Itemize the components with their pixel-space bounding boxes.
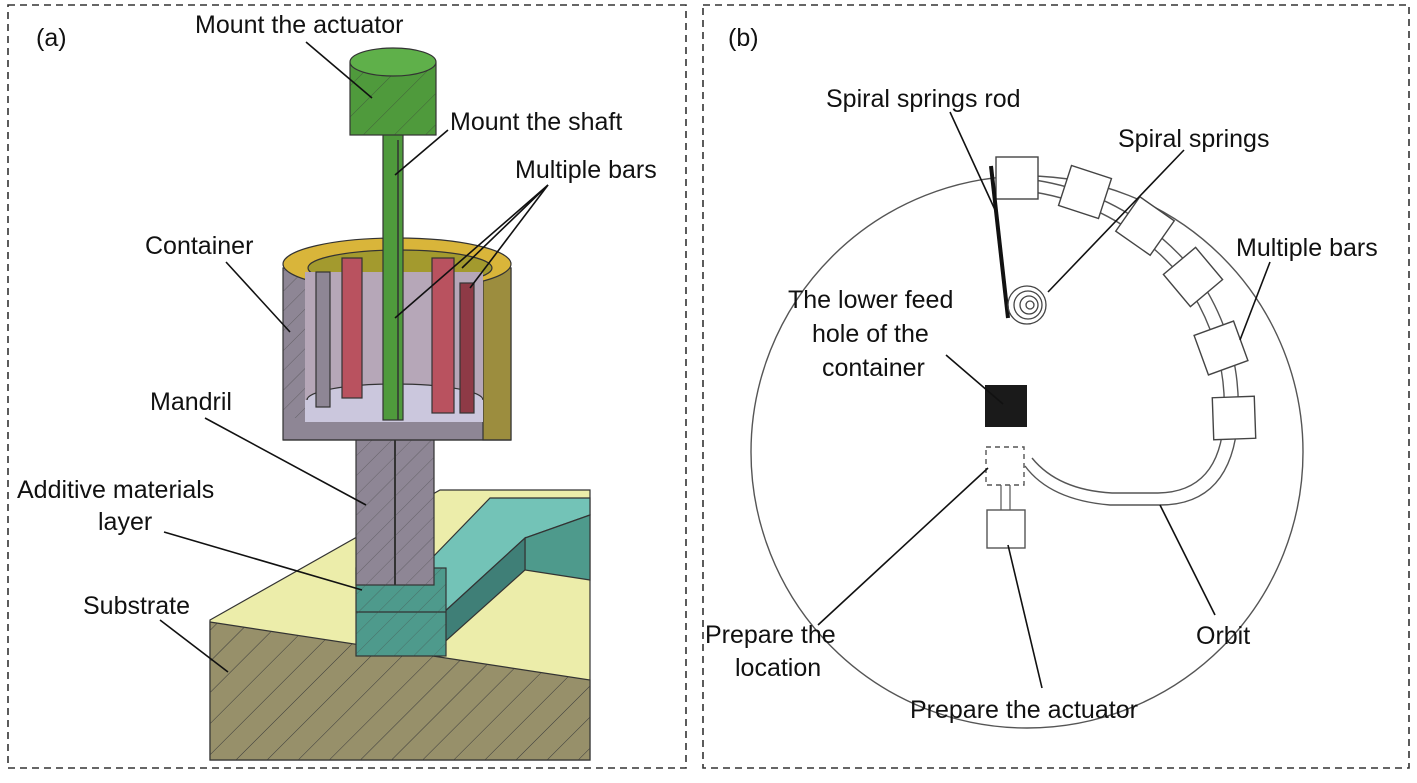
- orbit-bars: [995, 156, 1257, 441]
- panel-a: (a) Mount the actuator Mount the shaft M…: [7, 4, 687, 769]
- actuator-assembly: [349, 47, 437, 421]
- container-inner-wall: [315, 271, 331, 408]
- orbit-bar-1: [995, 156, 1039, 200]
- panel-b-frame: [702, 4, 1410, 769]
- spiral-ring-2: [1013, 290, 1043, 320]
- leader-mandril: [204, 417, 367, 506]
- additive-track: [429, 497, 591, 657]
- label-mandril: Mandril: [150, 388, 232, 416]
- leader-substrate: [159, 619, 229, 673]
- prepare-actuator-box: [986, 509, 1026, 549]
- orbit-bar-4: [1162, 246, 1224, 308]
- leader-bars-2: [394, 184, 549, 319]
- leader-prepare-location: [817, 467, 989, 626]
- bar-3: [459, 282, 475, 414]
- panel-a-frame: [7, 4, 687, 769]
- label-prepare-actuator: Prepare the actuator: [910, 696, 1138, 724]
- leader-mount-shaft: [394, 129, 449, 176]
- orbit-bar-6: [1211, 395, 1257, 441]
- spiral-ring-1: [1007, 285, 1047, 325]
- leader-bars-3: [469, 184, 549, 289]
- orbit-bar-2: [1057, 164, 1113, 220]
- label-feed-hole-line2: hole of the: [812, 320, 929, 348]
- bar-2: [431, 257, 455, 414]
- substrate-hatch: [210, 622, 590, 760]
- container-wall-right: [482, 267, 512, 441]
- label-mount-shaft: Mount the shaft: [450, 108, 622, 136]
- feed-hole: [985, 385, 1027, 427]
- label-multiple-bars-b: Multiple bars: [1236, 234, 1378, 262]
- label-prepare-location-line2: location: [735, 654, 821, 682]
- spiral-springs-rod: [989, 165, 1010, 319]
- label-prepare-location-line1: Prepare the: [705, 621, 836, 649]
- label-mount-actuator: Mount the actuator: [195, 11, 403, 39]
- label-container: Container: [145, 232, 253, 260]
- panel-a-leaders: [159, 41, 549, 673]
- multiple-bars: [341, 257, 475, 414]
- leader-spiral-rod: [949, 111, 997, 213]
- spiral-ring-4: [1025, 300, 1035, 310]
- leader-orbit: [1159, 504, 1216, 616]
- orbit-bar-3: [1114, 195, 1176, 257]
- prepare-location-box: [985, 446, 1025, 486]
- leader-prepare-actuator: [1007, 544, 1043, 689]
- label-feed-hole-line1: The lower feed: [788, 286, 953, 314]
- leader-spiral-springs: [1047, 149, 1185, 293]
- actuator-top: [349, 47, 437, 77]
- leader-feed-hole: [945, 354, 1004, 405]
- label-multiple-bars: Multiple bars: [515, 156, 657, 184]
- leader-container: [225, 261, 291, 333]
- label-spiral-rod: Spiral springs rod: [826, 85, 1021, 113]
- label-additive-line2: layer: [98, 508, 152, 536]
- label-spiral-springs: Spiral springs: [1118, 125, 1269, 153]
- panel-a-tag: (a): [36, 24, 67, 52]
- label-orbit: Orbit: [1196, 622, 1250, 650]
- leader-mount-actuator: [305, 41, 373, 99]
- leader-bars-1: [461, 184, 549, 269]
- label-feed-hole-line3: container: [822, 354, 925, 382]
- leader-multiple-bars: [1239, 261, 1271, 341]
- shaft: [382, 129, 404, 421]
- orbit-bar-5: [1193, 320, 1249, 376]
- bar-1: [341, 257, 363, 399]
- panel-b-tag: (b): [728, 24, 759, 52]
- mandril: [355, 419, 435, 586]
- leader-additive: [163, 531, 363, 591]
- spiral-springs: [1007, 285, 1047, 325]
- panel-b-leaders: [817, 111, 1271, 689]
- container-wall-hatch-left: [283, 268, 305, 418]
- label-additive-line1: Additive materials: [17, 476, 214, 504]
- panel-b: (b) Spiral springs rod Spiral springs Mu…: [702, 4, 1410, 769]
- spiral-ring-3: [1019, 295, 1039, 315]
- label-substrate: Substrate: [83, 592, 190, 620]
